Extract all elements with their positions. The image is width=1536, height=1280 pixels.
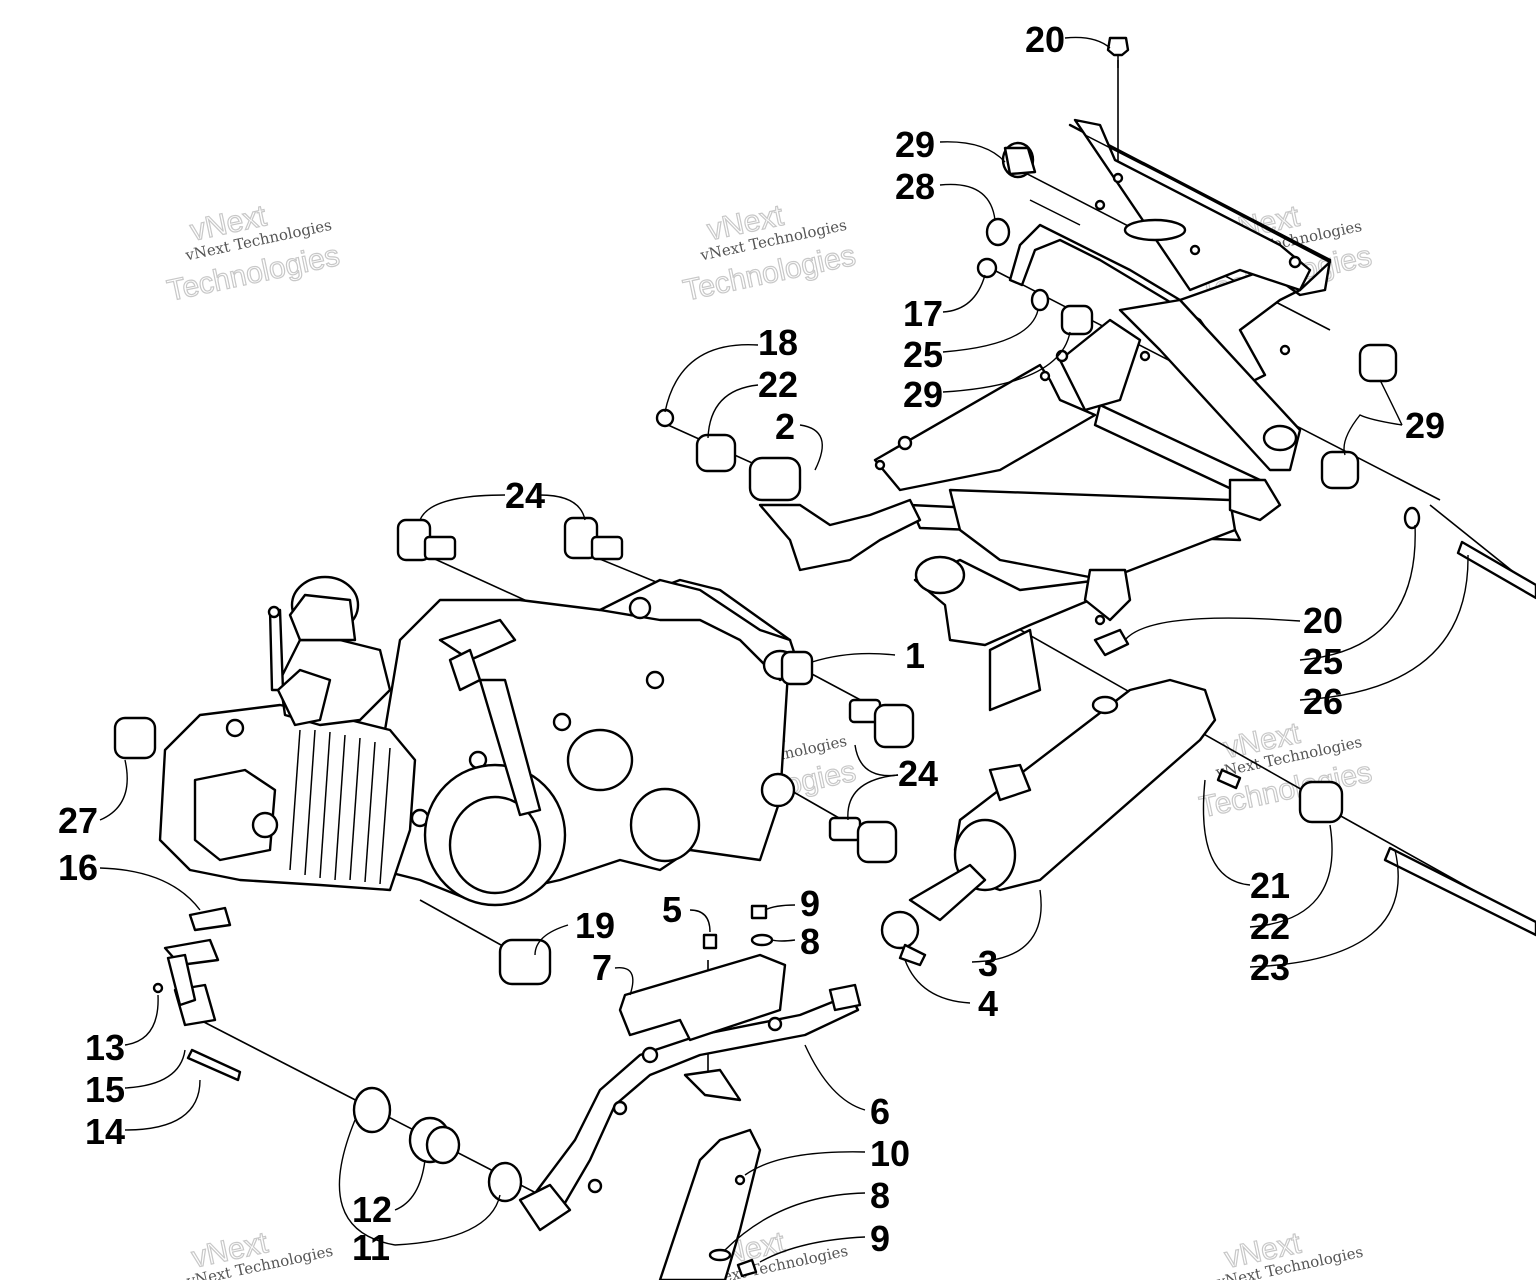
bushing-24-top-left	[396, 518, 457, 562]
bushing-29-right-lower	[1320, 450, 1360, 490]
callout-label: 27	[58, 800, 98, 841]
callout-label: 24	[505, 475, 545, 516]
callout-label: 24	[898, 753, 938, 794]
gasket-11	[352, 1086, 392, 1134]
washer-25-right	[1403, 506, 1421, 530]
exhaust-pipe	[152, 904, 862, 1280]
callout-label: 23	[1250, 947, 1290, 988]
cap-28	[985, 217, 1011, 247]
callout-label: 17	[903, 293, 943, 334]
cylinder-fins	[289, 729, 391, 885]
washer-8b	[708, 1248, 732, 1262]
callout-label: 7	[592, 947, 612, 988]
bushing-29-right-upper	[1358, 343, 1398, 383]
bushing-24-mid	[848, 698, 915, 749]
callout-label: 25	[1303, 641, 1343, 682]
seal-12	[408, 1116, 461, 1165]
callout-label: 18	[758, 322, 798, 363]
bolt-20-mid	[1093, 628, 1130, 657]
callout-label: 9	[870, 1218, 890, 1259]
watermark-bottom-left: vNext vNext Technologies	[184, 1226, 334, 1280]
callout-label: 21	[1250, 865, 1290, 906]
callout-label: 29	[903, 374, 943, 415]
heat-shield-7	[618, 953, 787, 1042]
bushing-22-top	[695, 433, 737, 473]
bushing-2	[748, 456, 802, 502]
callout-label: 12	[352, 1189, 392, 1230]
callout-label: 5	[662, 889, 682, 930]
washer-8	[750, 933, 774, 947]
callout-label: 1	[905, 635, 925, 676]
bushing-29-top	[1001, 141, 1037, 179]
spring-14	[186, 1048, 242, 1082]
nut-17	[976, 257, 998, 279]
callout-label: 13	[85, 1027, 125, 1068]
muffler-assembly	[880, 678, 1217, 967]
callout-label: 10	[870, 1133, 910, 1174]
engine-mount-bracket	[758, 118, 1332, 712]
bushing-22-right	[1298, 780, 1344, 824]
clamp-4	[880, 910, 927, 967]
callout-label: 4	[978, 983, 998, 1024]
callout-label: 8	[870, 1175, 890, 1216]
bushing-27	[113, 716, 157, 760]
watermark-top-left: vNext vNext Technologies Technologies	[164, 199, 343, 309]
callout-label: 26	[1303, 681, 1343, 722]
callout-label: 15	[85, 1069, 125, 1110]
callout-label: 8	[800, 921, 820, 962]
washer-25-top	[1030, 288, 1050, 312]
bolt-5	[702, 933, 718, 950]
callout-label: 20	[1303, 600, 1343, 641]
gasket-16	[188, 906, 232, 932]
callout-label: 11	[352, 1227, 390, 1268]
engine-bushings	[113, 516, 1536, 986]
callout-label: 22	[758, 364, 798, 405]
callout-label: 28	[895, 166, 935, 207]
bolt-20-top	[1106, 36, 1130, 57]
callout-label: 16	[58, 847, 98, 888]
watermark-bottom-right: vNext vNext Technologies	[1214, 1226, 1364, 1280]
engine-assembly	[158, 575, 814, 907]
callout-label: 25	[903, 334, 943, 375]
bolt-9b	[736, 1258, 758, 1278]
leader-lines	[99, 36, 1469, 1263]
callout-label: 19	[575, 905, 615, 946]
shaft-26	[1456, 540, 1536, 600]
bushing-29-mid	[1060, 304, 1094, 336]
callout-labels: 20 29 28 17 25 29 18 22 2 29 24 1 20 25 …	[58, 19, 1445, 1268]
bushing-24-low	[828, 816, 898, 864]
callout-label: 22	[1250, 906, 1290, 947]
upper-hardware	[655, 36, 1536, 600]
callout-label: 2	[775, 406, 795, 447]
callout-label: 14	[85, 1111, 125, 1152]
gasket-11b	[487, 1161, 523, 1203]
bracket-under	[683, 1068, 742, 1102]
heat-shield-10	[658, 1128, 762, 1280]
callout-label: 9	[800, 883, 820, 924]
watermark-top-center: vNext vNext Technologies Technologies	[680, 198, 859, 308]
nut-18	[655, 408, 675, 428]
bolt-21	[1216, 768, 1242, 790]
callout-label: 6	[870, 1091, 890, 1132]
bushing-19	[498, 938, 552, 986]
callout-label: 3	[978, 943, 998, 984]
callout-label: 29	[1405, 405, 1445, 446]
nut-13	[152, 982, 164, 994]
bushing-24-top-right	[563, 516, 624, 561]
callout-label: 29	[895, 124, 935, 165]
callout-label: 20	[1025, 19, 1065, 60]
shaft-23	[1383, 846, 1536, 937]
bolt-9	[750, 904, 768, 920]
